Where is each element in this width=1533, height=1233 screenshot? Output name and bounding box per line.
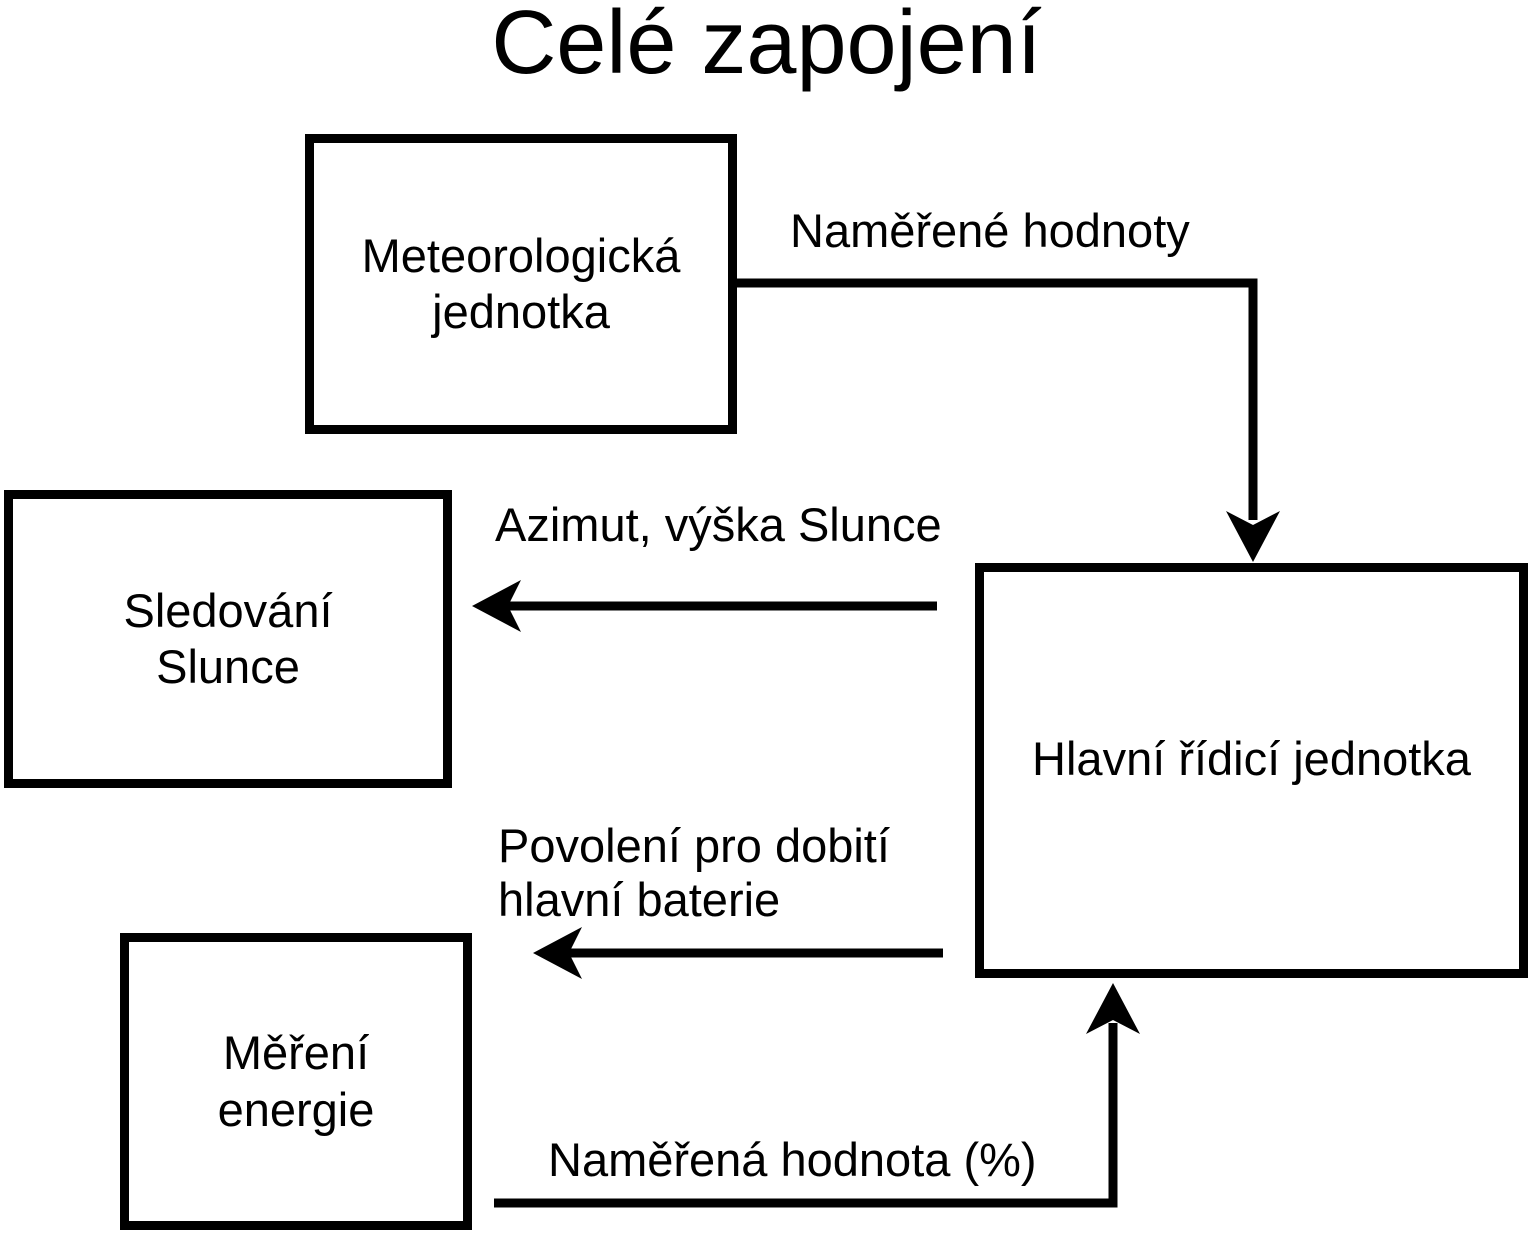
arrow-label-namerena-hodnota: Naměřená hodnota (%) [548, 1133, 1037, 1186]
box-sledovani-line-1: Sledování [123, 583, 333, 637]
arrowhead-left-icon [533, 927, 582, 979]
box-sledovani-slunce-label: Sledování Slunce [123, 583, 332, 696]
box-meteorologicka-line-1: Meteorologická [361, 228, 681, 282]
arrowhead-down-icon [1226, 511, 1280, 562]
diagram-title: Celé zapojení [491, 0, 1042, 93]
arrow-label-azimut-vyska-slunce: Azimut, výška Slunce [495, 498, 942, 551]
arrow-label-namerene-hodnoty: Naměřené hodnoty [790, 204, 1190, 257]
arrow-label-povoleni-line-2: hlavní baterie [498, 873, 781, 926]
box-mereni-line-1: Měření [222, 1026, 370, 1080]
box-sledovani-slunce: Sledování Slunce [4, 490, 452, 788]
box-sledovani-line-2: Slunce [156, 640, 300, 693]
box-mereni-line-2: energie [217, 1082, 375, 1136]
arrow-label-povoleni-line-1: Povolení pro dobití [498, 819, 890, 872]
box-mereni-energie: Měření energie [120, 933, 472, 1230]
box-hlavni-line-1: Hlavní řídicí jednotka [1032, 732, 1471, 786]
box-meteorologicka-jednotka-label: Meteorologická jednotka [362, 228, 681, 341]
box-hlavni-ridici-jednotka: Hlavní řídicí jednotka [975, 563, 1528, 978]
arrow-label-povoleni: Povolení pro dobití hlavní baterie [498, 819, 890, 927]
box-mereni-energie-label: Měření energie [218, 1025, 375, 1138]
box-meteorologicka-jednotka: Meteorologická jednotka [305, 134, 737, 434]
box-hlavni-ridici-jednotka-label: Hlavní řídicí jednotka [1032, 731, 1471, 809]
arrowhead-left-icon [472, 580, 521, 632]
arrowhead-up-icon [1086, 983, 1140, 1034]
arrow-line-namerene-hodnoty [737, 278, 1258, 520]
box-meteorologicka-line-2: jednotka [432, 285, 610, 338]
